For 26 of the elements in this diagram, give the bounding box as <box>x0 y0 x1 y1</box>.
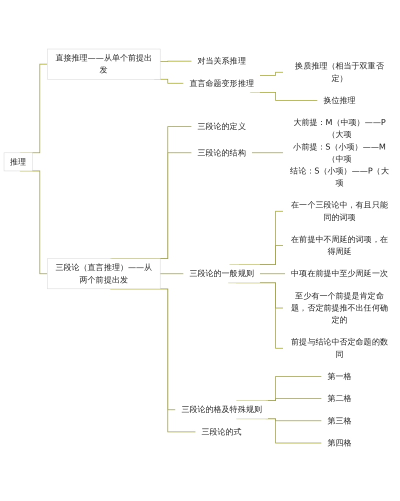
node-box: 推理 <box>4 152 32 172</box>
node-text: 三段论的结构 <box>197 148 246 158</box>
node-text: 第三格 <box>327 416 352 426</box>
node-text: 至少有一个前提是肯定命题，否定前提推不出任何确定的 <box>291 290 388 325</box>
connector <box>260 72 284 76</box>
node-text: 大前提：M（中项）——P（大项 小前提：S（小项）——M（中项 结论：S（小项）——P（大项 <box>290 118 389 188</box>
node-text: 在前提中不周延的词项，在得周延 <box>291 234 388 256</box>
node-text: 三段论的定义 <box>197 122 246 132</box>
node-text: 换质推理（相当于双重否定） <box>295 61 384 83</box>
node-text: 中项在前提中至少周延一次 <box>291 268 388 278</box>
connector <box>265 398 322 401</box>
node-text: 三段论的式 <box>202 426 242 436</box>
node-text: 对当关系推理 <box>197 56 246 66</box>
node-box: 三段论（直言推理）——从两个前提出发 <box>47 258 160 290</box>
node-text: 第四格 <box>327 438 352 448</box>
node-text: 第二格 <box>327 394 352 404</box>
node-text: 直言命题变形推理 <box>189 78 254 88</box>
connector <box>252 152 284 154</box>
connector <box>260 273 286 274</box>
connector <box>160 60 192 62</box>
node-text: 在一个三段论中，有且只能同的词项 <box>291 200 388 222</box>
node-box: 直接推理——从单个前提出发 <box>47 48 160 80</box>
node-text: 前提与结论中否定命题的数同 <box>291 337 388 359</box>
node-text: 换位推理 <box>323 95 356 105</box>
connector <box>160 273 184 274</box>
node-text: 第一格 <box>327 371 352 381</box>
